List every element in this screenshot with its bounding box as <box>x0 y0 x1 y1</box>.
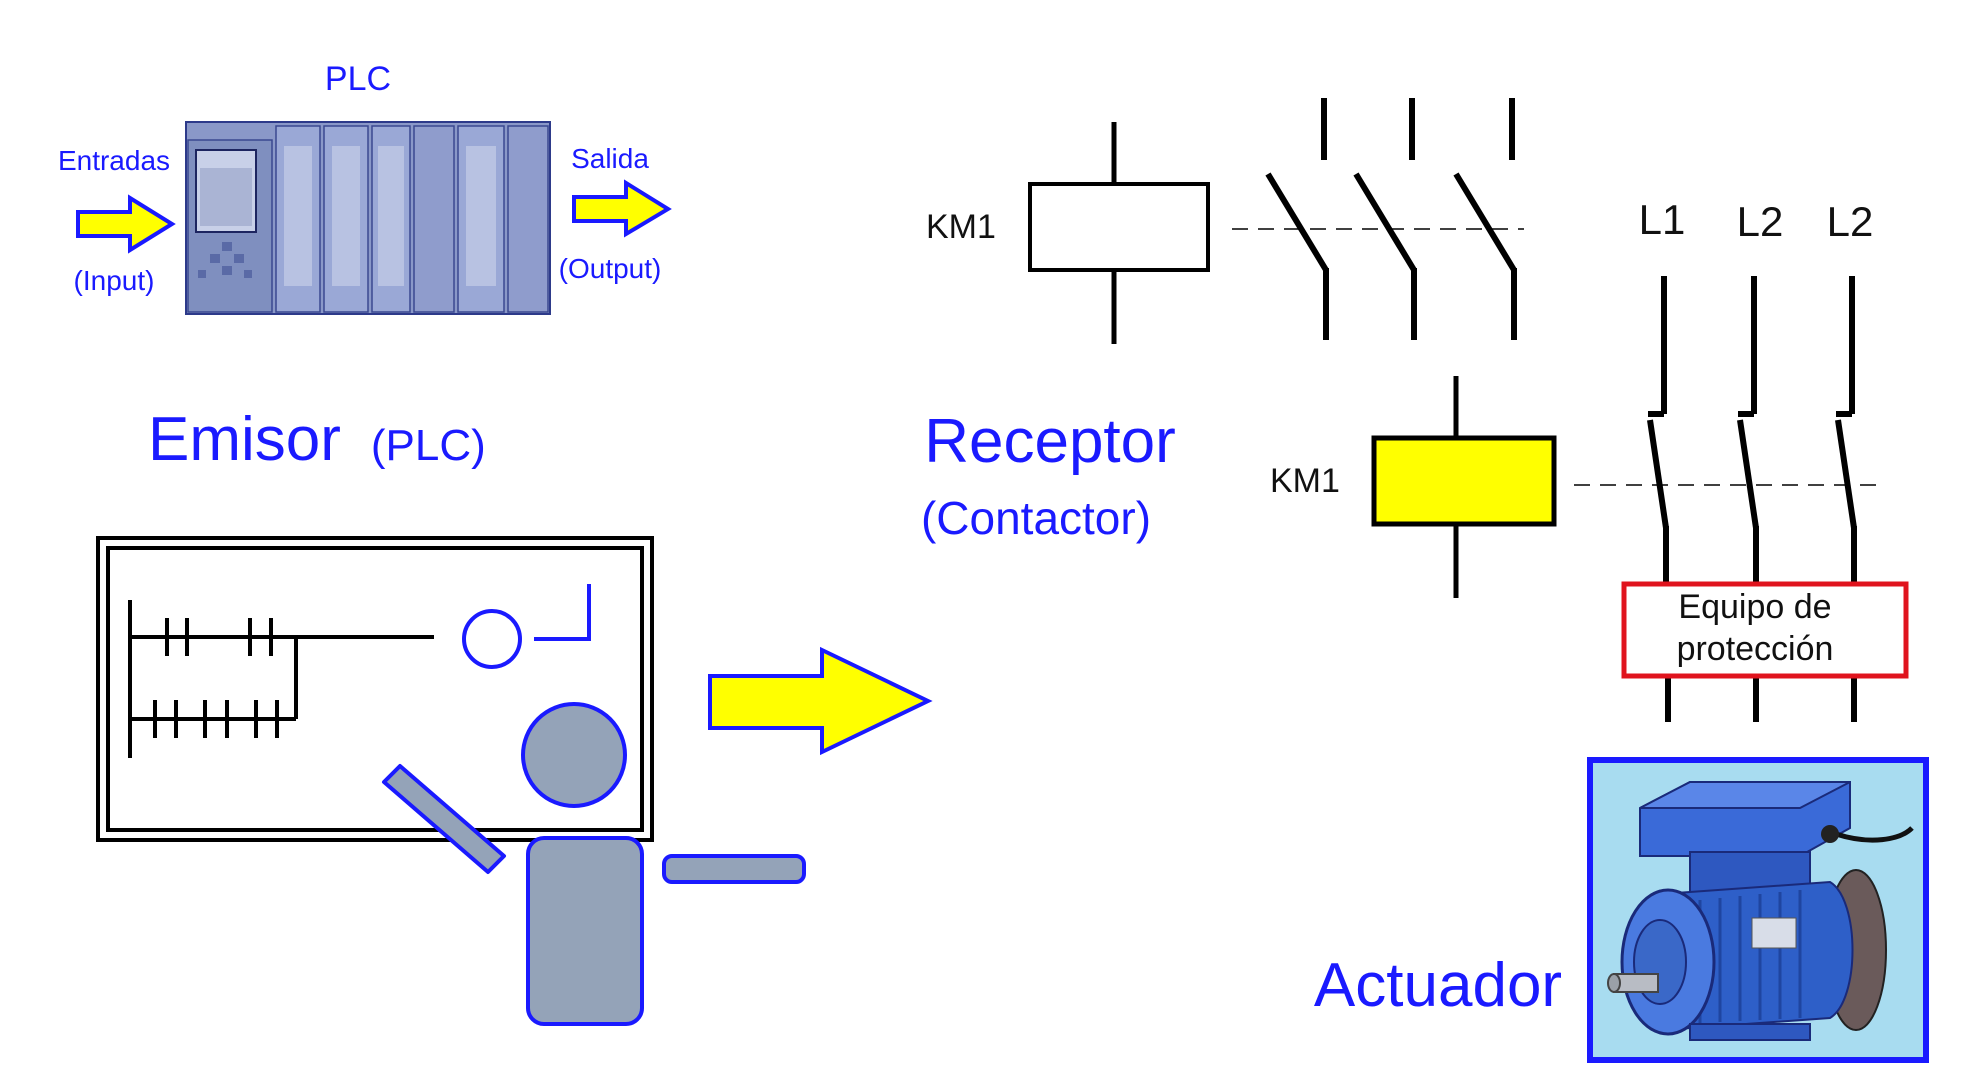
ladder-board <box>96 536 654 842</box>
contactor-coil-energized <box>1371 376 1557 598</box>
contactor-coil-label-bottom: KM1 <box>1270 462 1340 500</box>
emitter-sub: (PLC) <box>371 421 486 470</box>
receiver-label: Receptor <box>924 407 1176 476</box>
person-left-arm <box>382 764 506 874</box>
contactor-coil-symbol <box>1028 122 1210 344</box>
line-label-2: L2 <box>1737 198 1784 245</box>
person-body <box>526 836 644 1026</box>
receiver-sub: (Contactor) <box>921 492 1151 544</box>
supply-lines <box>1647 276 1857 722</box>
ladder-rungs <box>128 600 434 758</box>
ladder-output-coil <box>462 609 522 669</box>
signal-arrow <box>708 646 933 756</box>
plc-outputs-sub: (Output) <box>559 253 662 284</box>
person-right-arm <box>662 854 806 884</box>
plc-keypad <box>198 242 252 278</box>
contactor-coil-label-top: KM1 <box>926 208 996 246</box>
person-head <box>521 702 627 808</box>
plc-output-arrow <box>572 179 672 238</box>
protection-box <box>1621 581 1909 679</box>
line-label-3: L2 <box>1827 198 1874 245</box>
plc-title: PLC <box>325 60 391 98</box>
line-label-1: L1 <box>1639 196 1686 243</box>
emitter-title: Emisor (PLC) <box>148 405 486 474</box>
plc-io-modules <box>275 125 549 313</box>
plc-input-arrow <box>76 194 176 254</box>
plc-inputs-sub: (Input) <box>74 265 155 296</box>
plc-outputs-label: Salida <box>571 143 649 174</box>
protection-line-2: protección <box>1677 630 1834 668</box>
protection-line-1: Equipo de <box>1678 588 1831 626</box>
motor-image <box>1587 757 1929 1063</box>
actuator-label: Actuador <box>1314 951 1562 1020</box>
plc-device <box>185 121 551 315</box>
emitter-label: Emisor <box>148 405 341 474</box>
person-figure <box>382 702 806 1026</box>
plc-inputs-label: Entradas <box>58 145 170 176</box>
main-contacts <box>1265 98 1517 340</box>
